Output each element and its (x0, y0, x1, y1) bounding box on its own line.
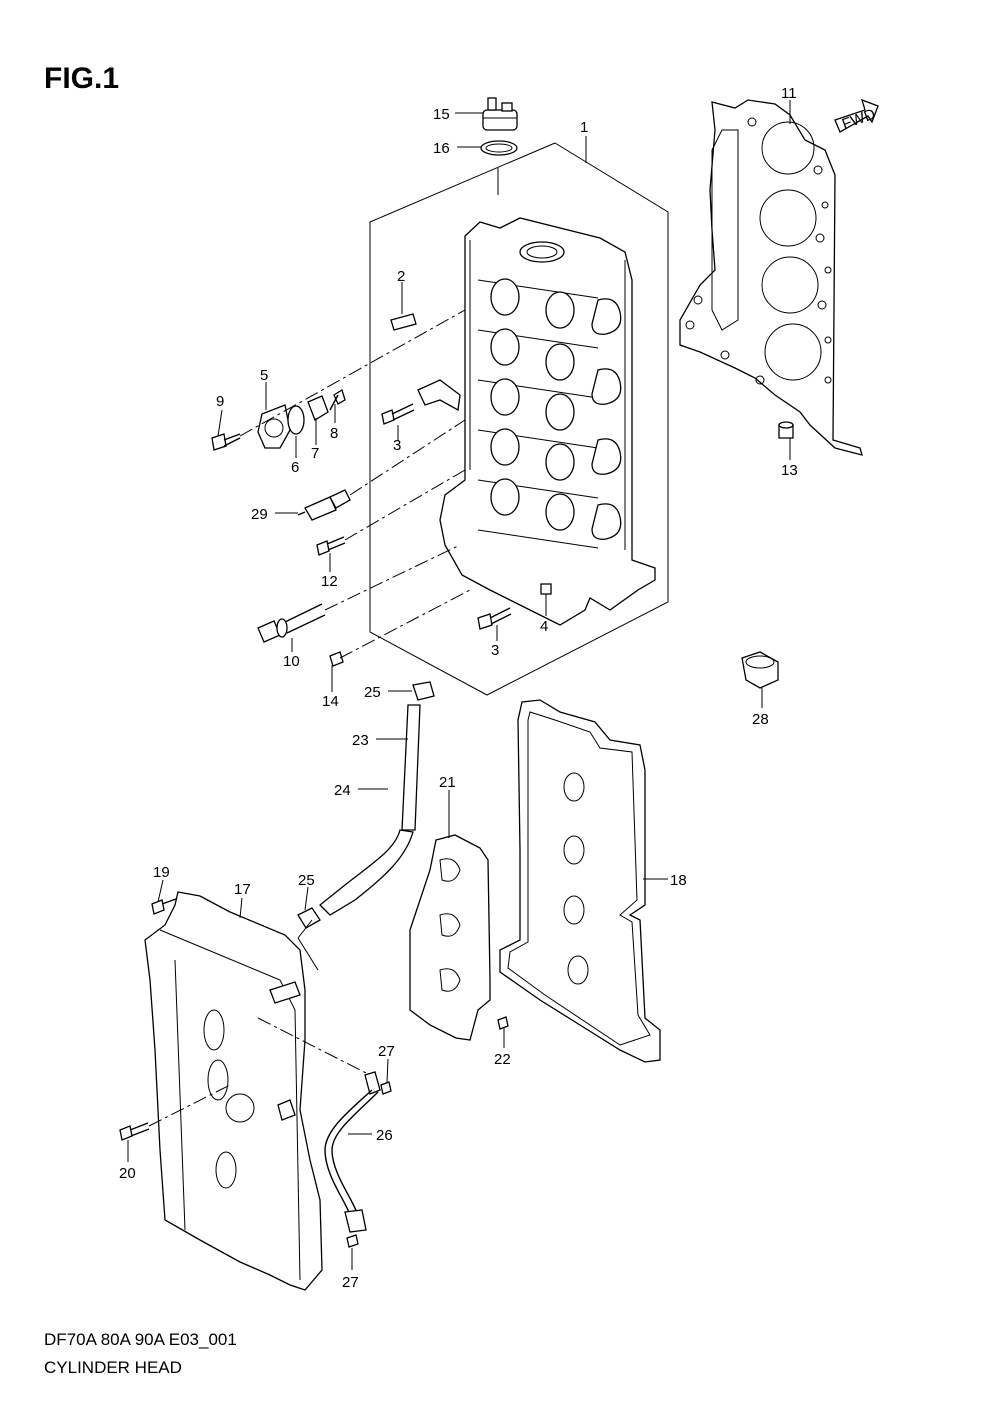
callout-27a: 27 (378, 1043, 395, 1060)
bolt-3-lower[interactable] (477, 607, 512, 630)
bolt-12[interactable] (316, 536, 346, 556)
filler-cap[interactable] (482, 97, 518, 131)
callout-9: 9 (216, 393, 224, 410)
clip-25-lower[interactable] (297, 907, 321, 929)
thermostat-cover[interactable] (257, 404, 291, 449)
callout-labels: 1 2 3 3 4 5 6 7 8 9 10 11 12 13 14 15 16… (119, 85, 798, 1291)
thermostat-7[interactable] (307, 395, 329, 421)
gasket-6[interactable] (287, 405, 305, 435)
plate-21[interactable] (409, 834, 491, 1041)
callout-5: 5 (260, 367, 268, 384)
bolt-19[interactable] (151, 898, 177, 915)
callout-29: 29 (251, 506, 268, 523)
dowel-pin-2[interactable] (390, 313, 417, 331)
cover-gasket-18[interactable] (499, 699, 661, 1063)
callout-18: 18 (670, 872, 687, 889)
bearing-cap[interactable] (417, 379, 461, 412)
plug-14[interactable] (329, 651, 344, 667)
figure-name: CYLINDER HEAD (44, 1358, 182, 1377)
bolt-8[interactable] (329, 388, 346, 411)
callout-23: 23 (352, 732, 369, 749)
figure-title: FIG.1 (44, 62, 120, 95)
callout-20: 20 (119, 1165, 136, 1182)
cylinder-head-frame (369, 136, 669, 696)
callout-22: 22 (494, 1051, 511, 1068)
callout-13: 13 (781, 462, 798, 479)
callout-27b: 27 (342, 1274, 359, 1291)
leader-lines (127, 100, 791, 1270)
callout-17: 17 (234, 881, 251, 898)
cylinder-head-cover[interactable] (144, 891, 323, 1291)
callout-6: 6 (291, 459, 299, 476)
clip-25-upper[interactable] (412, 681, 435, 701)
callout-28: 28 (752, 711, 769, 728)
bolt-3-upper[interactable] (381, 403, 415, 425)
callout-7: 7 (311, 445, 319, 462)
callout-19: 19 (153, 864, 170, 881)
callout-25a: 25 (364, 684, 381, 701)
callout-16: 16 (433, 140, 450, 157)
fwd-label: FWD (840, 105, 878, 133)
callout-14: 14 (322, 693, 339, 710)
callout-1: 1 (580, 119, 588, 136)
callout-3a: 3 (393, 437, 401, 454)
callout-11: 11 (781, 85, 797, 102)
bolt-27-upper[interactable] (380, 1081, 392, 1095)
hose-23[interactable] (401, 704, 421, 831)
o-ring[interactable] (480, 140, 518, 156)
hose-24[interactable] (319, 829, 414, 916)
callout-21: 21 (439, 774, 456, 791)
screw-22[interactable] (497, 1016, 509, 1030)
callout-12: 12 (321, 573, 338, 590)
callout-26: 26 (376, 1127, 393, 1144)
grommet-28[interactable] (741, 651, 779, 689)
breather-pipe-26[interactable] (324, 1071, 381, 1233)
bolt-9[interactable] (211, 433, 241, 451)
callout-4: 4 (540, 618, 548, 635)
head-gasket[interactable] (679, 99, 863, 456)
bolt-20[interactable] (119, 1122, 150, 1141)
callout-3b: 3 (491, 642, 499, 659)
dowel-pin-13[interactable] (778, 421, 794, 439)
callout-8: 8 (330, 425, 338, 442)
model-code: DF70A 80A 90A E03_001 (44, 1330, 237, 1349)
dowel-pin-4[interactable] (540, 583, 552, 595)
cylinder-head[interactable] (439, 217, 656, 626)
callout-24: 24 (334, 782, 351, 799)
callout-10: 10 (283, 653, 300, 670)
temp-sensor[interactable] (297, 489, 351, 521)
callout-2: 2 (397, 268, 405, 285)
callout-25b: 25 (298, 872, 315, 889)
bolt-10[interactable] (257, 603, 326, 643)
bolt-27-lower[interactable] (346, 1234, 359, 1248)
fwd-arrow: FWD (834, 98, 879, 133)
callout-15: 15 (433, 106, 450, 123)
